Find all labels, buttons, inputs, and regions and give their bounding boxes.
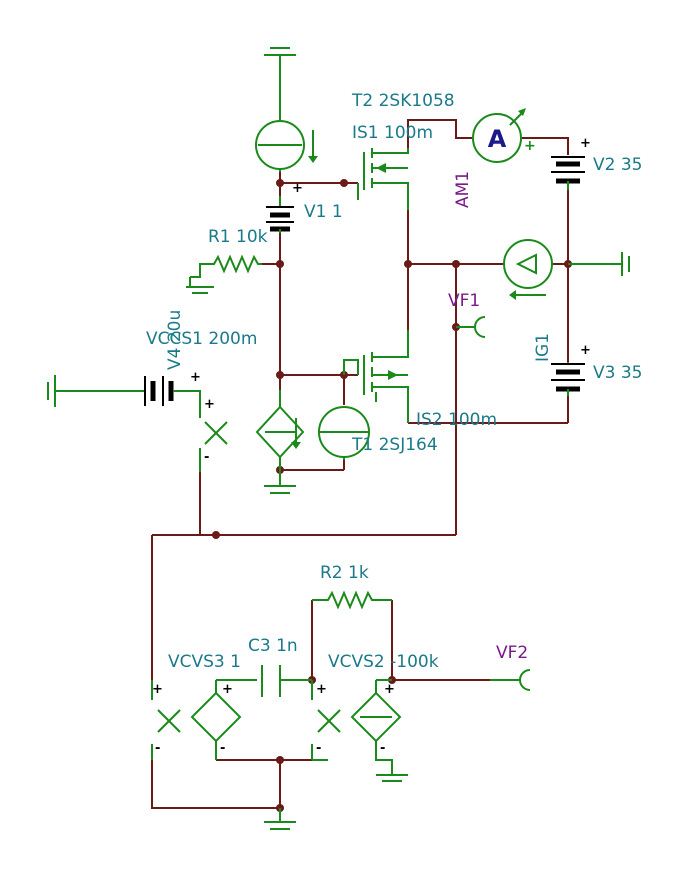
svg-text:-: - (220, 741, 225, 756)
svg-text:+: + (580, 343, 591, 358)
current-source-is1[interactable] (255, 110, 318, 172)
svg-text:+: + (524, 138, 536, 154)
ground-symbol-right (568, 252, 630, 276)
ground-symbol-vccs1 (264, 470, 296, 494)
svg-text:+: + (580, 136, 591, 151)
label-c3: C3 1n (248, 636, 298, 656)
ammeter-letter: A (488, 125, 507, 153)
svg-text:-: - (204, 450, 209, 465)
svg-text:-: - (316, 741, 321, 756)
label-v1: V1 1 (304, 202, 343, 222)
battery-v1[interactable]: + (266, 181, 303, 233)
vccs-vccs1[interactable] (255, 390, 305, 470)
ground-symbol-v4 (47, 375, 56, 407)
vccs1-control-port: + - (199, 394, 228, 472)
mosfet-t2[interactable] (357, 148, 409, 210)
label-is1: IS1 100m (352, 123, 433, 143)
ground-symbol-r1 (186, 277, 214, 294)
svg-text:-: - (380, 741, 385, 756)
battery-v3[interactable]: + (551, 343, 591, 396)
label-vcvs2: VCVS2 -100k (328, 652, 439, 672)
mosfet-t1[interactable] (343, 330, 409, 423)
label-is2: IS2 100m (416, 410, 497, 430)
label-vf2: VF2 (496, 643, 528, 663)
resistor-r1[interactable] (190, 254, 262, 278)
ground-symbol-vcvs2 (375, 745, 408, 782)
battery-v2[interactable]: + (551, 136, 591, 190)
voltage-probe-vf2[interactable] (490, 669, 531, 691)
svg-text:-: - (155, 741, 160, 756)
label-t1: T1 2SJ164 (351, 435, 438, 455)
svg-text:+: + (222, 682, 233, 697)
label-r2: R2 1k (320, 563, 369, 583)
svg-text:+: + (152, 682, 163, 697)
vcvs2-control-port: + - (311, 680, 341, 761)
label-v3: V3 35 (593, 363, 642, 383)
vcvs-vcvs2[interactable]: + - (350, 679, 402, 756)
label-t2: T2 2SK1058 (351, 91, 455, 111)
svg-text:+: + (190, 370, 201, 385)
current-source-is2[interactable] (318, 406, 370, 460)
svg-text:+: + (384, 682, 395, 697)
label-am1: AM1 (453, 171, 473, 208)
ammeter-am1[interactable]: A + (472, 108, 536, 163)
svg-text:+: + (204, 397, 215, 412)
capacitor-c3[interactable] (261, 665, 312, 697)
label-v2: V2 35 (593, 155, 642, 175)
battery-v4[interactable]: + (55, 370, 201, 406)
label-vccs1: VCCS1 200m (146, 329, 257, 349)
svg-text:+: + (316, 682, 327, 697)
label-r1: R1 10k (208, 227, 268, 247)
voltage-probe-vf1[interactable] (456, 316, 486, 338)
current-source-ig1[interactable] (503, 239, 553, 300)
ground-symbol-top (264, 47, 296, 110)
svg-text:+: + (292, 181, 303, 196)
vcvs3-control-port: + - (151, 680, 181, 760)
label-v4: V4 20u (165, 310, 185, 370)
ground-symbol-bottom (264, 808, 296, 830)
resistor-r2[interactable] (312, 590, 392, 610)
label-ig1: IG1 (533, 333, 553, 362)
junction-dots (212, 179, 572, 812)
vcvs-vcvs3[interactable]: + - (190, 679, 257, 760)
component-labels: T2 2SK1058 IS1 100m AM1 V2 35 V1 1 R1 10… (146, 91, 642, 672)
label-vf1: VF1 (448, 291, 480, 311)
label-vcvs3: VCVS3 1 (168, 652, 241, 672)
